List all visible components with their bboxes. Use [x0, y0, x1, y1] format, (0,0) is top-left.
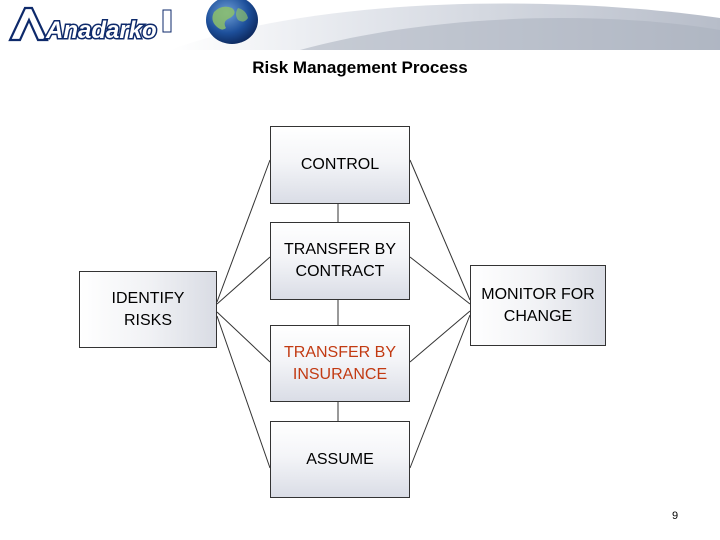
assume-label: ASSUME — [306, 450, 374, 468]
assume-box: ASSUME — [270, 421, 410, 498]
connector-control-monitor — [409, 159, 471, 301]
identify-risks-label: IDENTIFY RISKS — [111, 289, 185, 329]
connector-identify-control — [216, 159, 271, 303]
connector-assume-monitor — [409, 314, 471, 469]
connector-contract-monitor — [409, 256, 471, 305]
control-box: CONTROL — [270, 126, 410, 204]
transfer-by-contract-label: TRANSFER BY CONTRACT — [283, 241, 396, 280]
page-number: 9 — [671, 510, 679, 522]
transfer-by-insurance-box: TRANSFER BY INSURANCE — [270, 325, 410, 402]
connector-identify-contract — [216, 256, 271, 305]
svg-text:Anadarko: Anadarko — [45, 17, 157, 44]
header-banner: Anadarko — [0, 0, 720, 50]
transfer-by-insurance-label: TRANSFER BY INSURANCE — [283, 343, 396, 383]
globe-icon — [206, 0, 258, 44]
identify-risks-box: IDENTIFY RISKS — [79, 271, 217, 348]
connector-identify-assume — [216, 315, 271, 469]
monitor-for-change-box: MONITOR FOR CHANGE — [470, 265, 606, 346]
connector-identify-insurance — [216, 311, 271, 363]
monitor-for-change-label: MONITOR FOR CHANGE — [481, 285, 595, 325]
connector-insurance-monitor — [409, 310, 471, 363]
transfer-by-contract-box: TRANSFER BY CONTRACT — [270, 222, 410, 300]
control-label: CONTROL — [300, 156, 380, 173]
company-logo: Anadarko — [8, 6, 158, 46]
slide-title: Risk Management Process — [252, 58, 468, 77]
banner-graphic: Anadarko — [0, 0, 720, 50]
